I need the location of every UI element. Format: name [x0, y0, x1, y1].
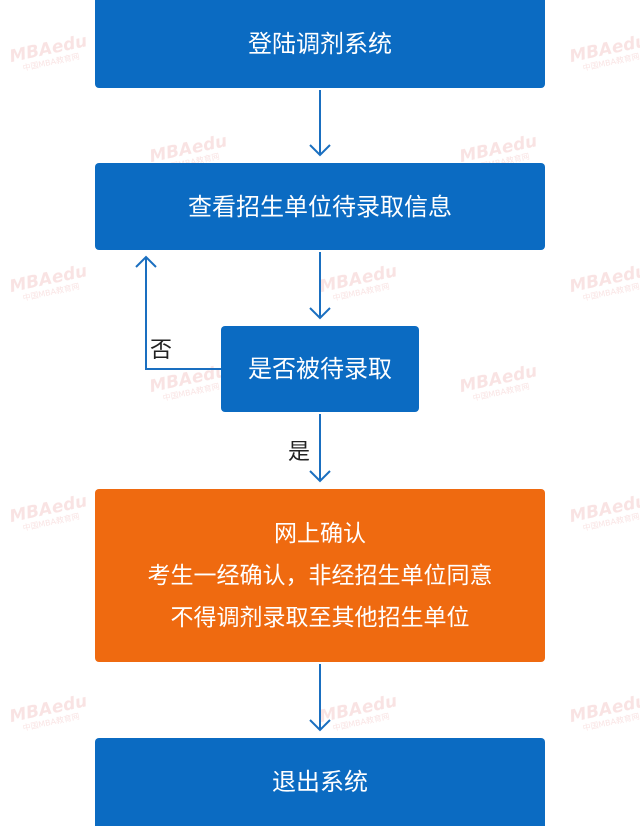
flow-decision: 是否被待录取: [221, 326, 419, 412]
flow-step-logout: 退出系统: [95, 738, 545, 826]
flow-step-login: 登陆调剂系统: [95, 0, 545, 88]
flow-step-confirm-title: 网上确认: [274, 520, 366, 547]
flow-step-confirm-note-2: 不得调剂录取至其他招生单位: [170, 604, 470, 631]
arrowhead-step2-to-decision: [309, 307, 331, 320]
arrowhead-decision-yes: [309, 470, 331, 483]
flow-step-login-label: 登陆调剂系统: [248, 30, 392, 58]
arrow-decision-no-loop: [145, 258, 221, 370]
branch-label-no: 否: [150, 338, 173, 363]
arrowhead-step3-to-step4: [309, 719, 331, 732]
flow-step-view-info-label: 查看招生单位待录取信息: [188, 192, 452, 221]
flow-step-confirm-note-1: 考生一经确认，非经招生单位同意: [147, 562, 493, 589]
branch-label-yes: 是: [288, 440, 311, 465]
arrowhead-step1-to-step2: [309, 144, 331, 157]
flow-step-view-info: 查看招生单位待录取信息: [95, 163, 545, 250]
flow-step-confirm: 网上确认 考生一经确认，非经招生单位同意 不得调剂录取至其他招生单位: [95, 489, 545, 662]
flow-decision-label: 是否被待录取: [248, 355, 392, 383]
flow-step-logout-label: 退出系统: [272, 768, 368, 796]
arrowhead-decision-no-loop: [135, 255, 157, 268]
